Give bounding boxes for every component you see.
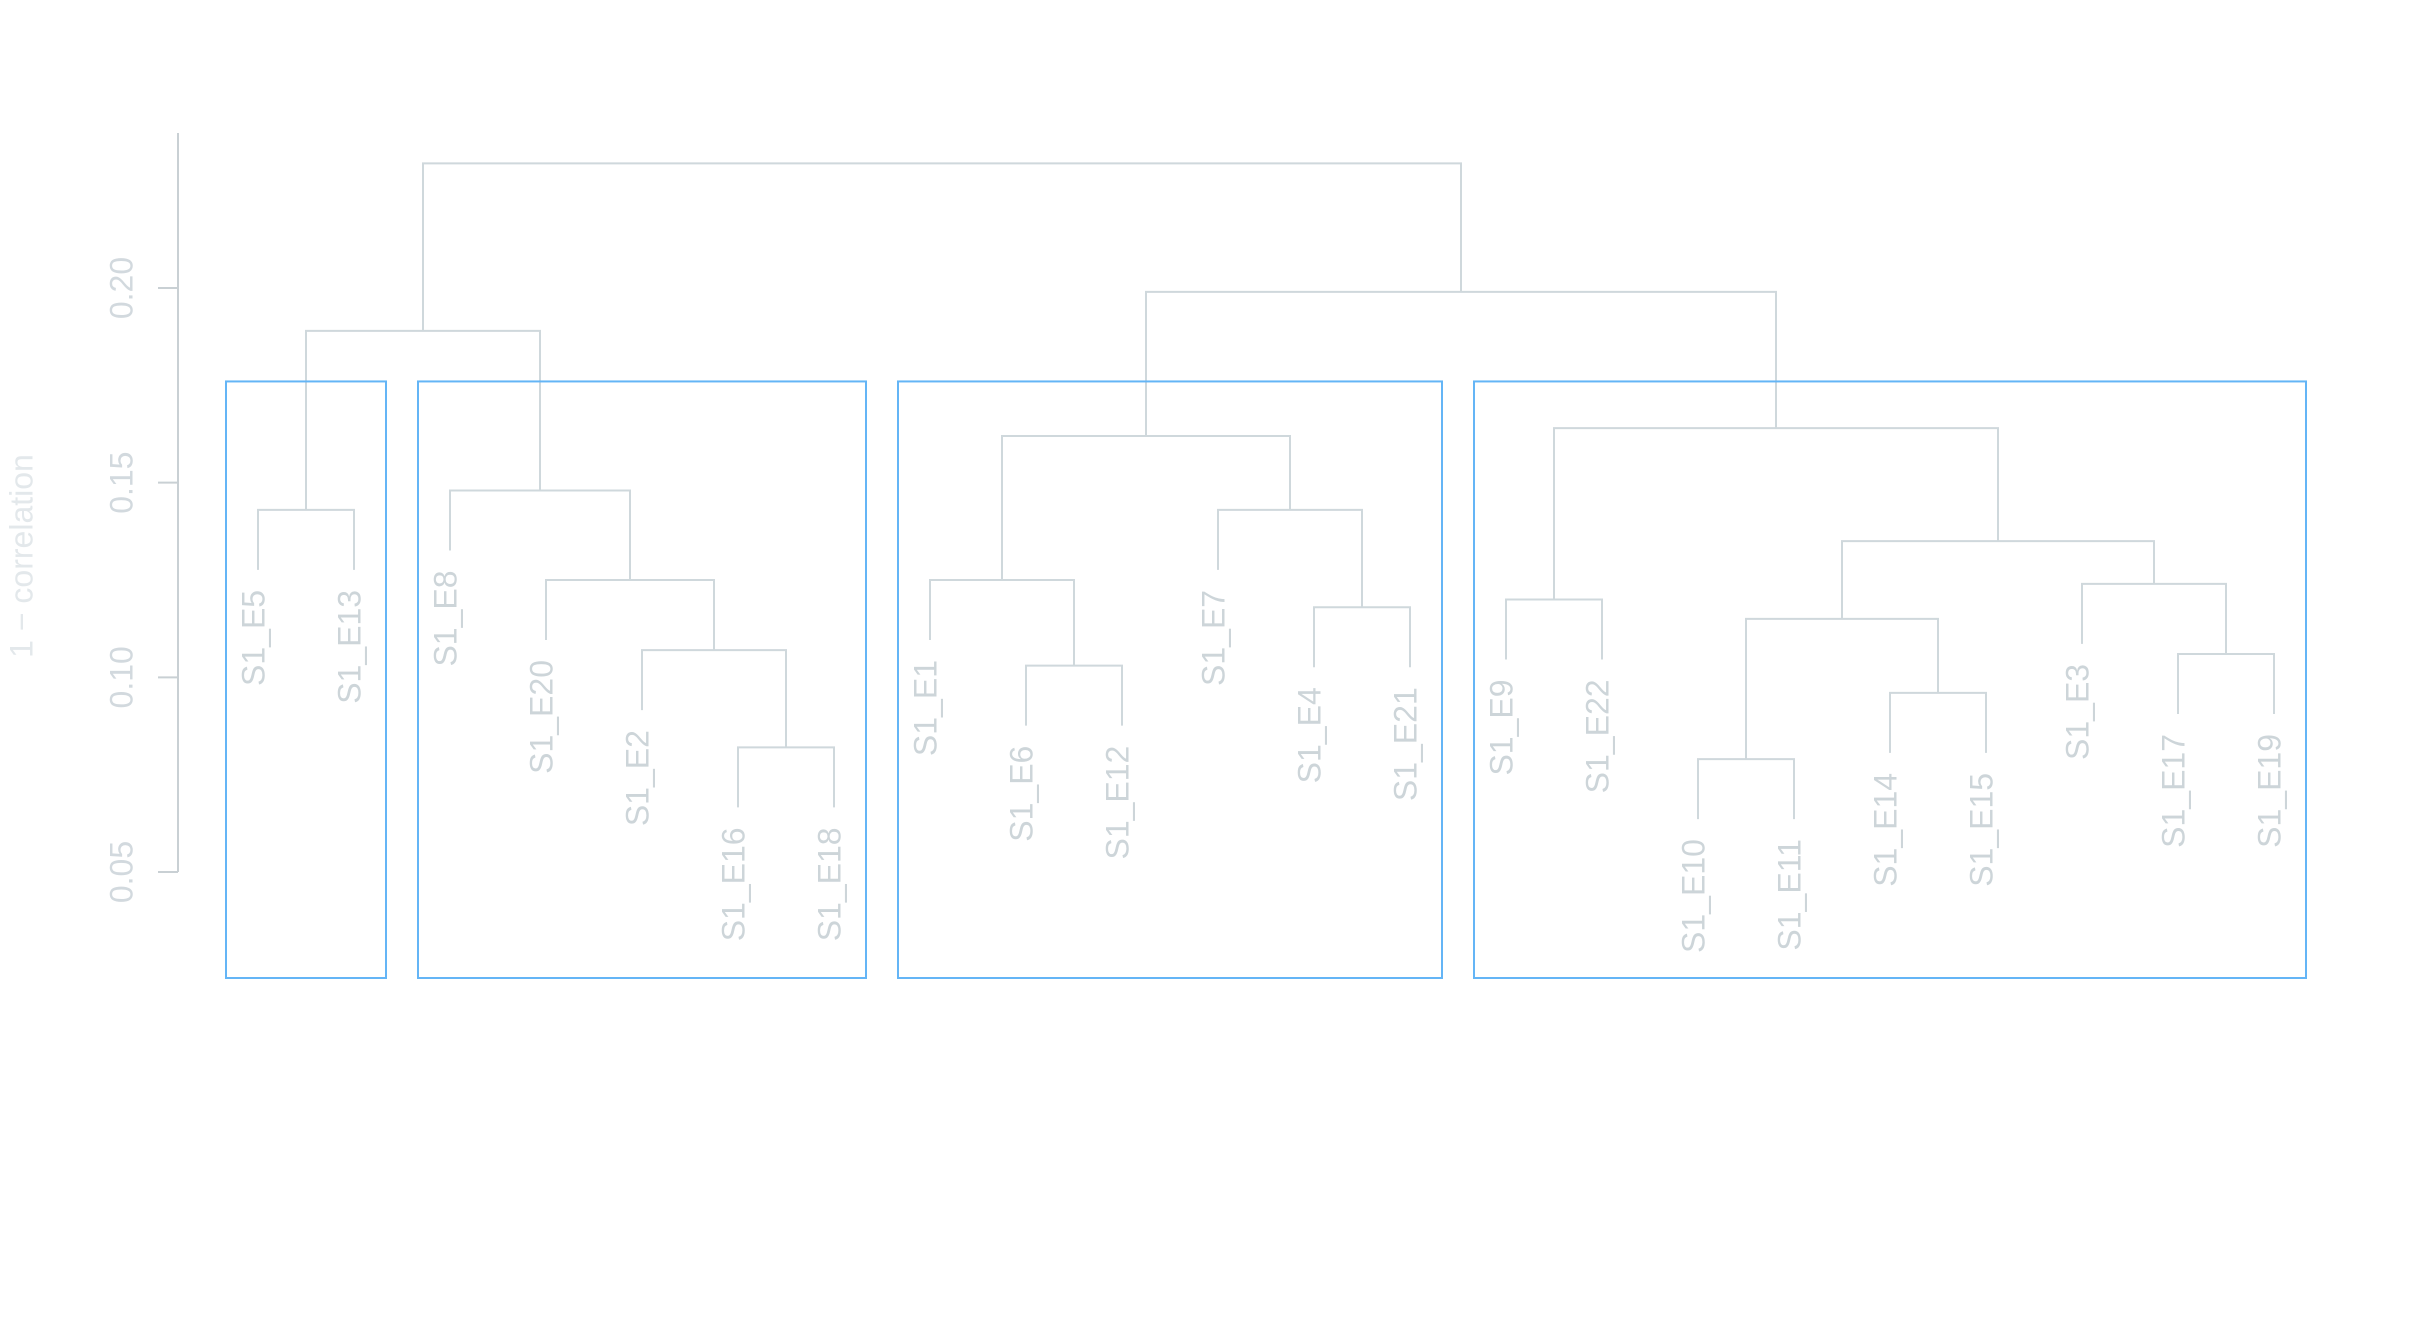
dendrogram-branch — [422, 162, 1462, 331]
dendrogram-branch — [2081, 582, 2227, 654]
leaf-label-s1-e1: S1_E1 — [907, 660, 943, 756]
dendrogram-branch — [1841, 540, 2155, 619]
leaf-label-s1-e17: S1_E17 — [2155, 734, 2191, 848]
dendrogram-branches — [257, 162, 2275, 820]
cluster-box — [225, 380, 387, 979]
y-axis-ticks: 0.05 0.10 0.15 0.20 — [103, 257, 178, 903]
cluster-box — [897, 380, 1443, 979]
dendrogram-branch — [1889, 691, 1987, 753]
dendrogram-branch — [641, 649, 787, 748]
leaf-label-s1-e8: S1_E8 — [427, 570, 463, 666]
cluster-boxes — [225, 380, 2307, 979]
dendrogram-branch — [1745, 617, 1939, 760]
dendrogram-branch — [1553, 427, 1999, 600]
dendrogram-branch — [305, 329, 541, 510]
cluster-box — [417, 380, 867, 979]
dendrogram-branch — [929, 579, 1075, 666]
dendrogram-branch — [1697, 758, 1795, 820]
y-tick-label: 0.15 — [103, 452, 139, 514]
leaf-label-s1-e20: S1_E20 — [523, 660, 559, 774]
leaf-label-s1-e16: S1_E16 — [715, 827, 751, 941]
cluster-box — [1473, 380, 2307, 979]
dendrogram-branch — [2177, 652, 2275, 714]
y-tick-label: 0.10 — [103, 646, 139, 708]
leaf-label-s1-e7: S1_E7 — [1195, 590, 1231, 686]
leaf-label-s1-e6: S1_E6 — [1003, 746, 1039, 842]
leaf-label-s1-e12: S1_E12 — [1099, 746, 1135, 860]
leaf-label-s1-e13: S1_E13 — [331, 590, 367, 704]
dendrogram-branch — [1145, 290, 1777, 436]
leaf-label-s1-e18: S1_E18 — [811, 827, 847, 941]
dendrogram-branch — [1313, 606, 1411, 668]
dendrogram-branch — [1025, 664, 1123, 726]
leaf-label-s1-e5: S1_E5 — [235, 590, 271, 686]
leaf-label-s1-e15: S1_E15 — [1963, 773, 1999, 887]
y-axis-title: 1 − correlation — [3, 454, 39, 658]
y-tick-label: 0.20 — [103, 257, 139, 319]
leaf-label-s1-e3: S1_E3 — [2059, 664, 2095, 760]
leaf-label-s1-e2: S1_E2 — [619, 730, 655, 826]
leaf-label-s1-e19: S1_E19 — [2251, 734, 2287, 848]
dendrogram-branch — [1217, 508, 1363, 608]
leaf-label-s1-e10: S1_E10 — [1675, 839, 1711, 953]
dendrogram-branch — [1001, 434, 1291, 580]
y-tick-label: 0.05 — [103, 841, 139, 903]
leaf-label-s1-e4: S1_E4 — [1291, 687, 1327, 783]
dendrogram-branch — [737, 746, 835, 808]
dendrogram-branch — [545, 579, 715, 651]
leaf-label-s1-e22: S1_E22 — [1579, 679, 1615, 793]
leaf-label-s1-e9: S1_E9 — [1483, 679, 1519, 775]
dendrogram-branch — [257, 508, 355, 570]
dendrogram-branch — [449, 489, 631, 580]
dendrogram-branch — [1505, 598, 1603, 660]
leaf-label-s1-e11: S1_E11 — [1771, 839, 1807, 951]
leaf-label-s1-e14: S1_E14 — [1867, 773, 1903, 887]
leaf-label-s1-e21: S1_E21 — [1387, 687, 1423, 801]
